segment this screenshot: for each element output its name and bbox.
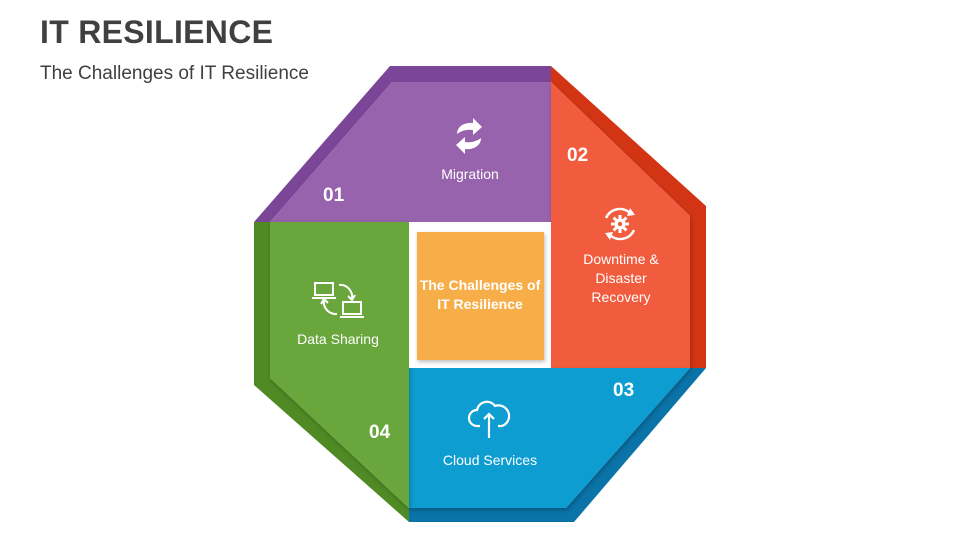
segment-02-edge (551, 66, 706, 368)
refresh-arrows-icon (456, 118, 482, 154)
segment-01-face[interactable] (270, 82, 551, 222)
segment-03-label: Cloud Services (442, 452, 538, 468)
segment-01-edge (254, 66, 551, 222)
segment-01-label: Migration (441, 166, 499, 182)
center-box[interactable] (417, 232, 544, 360)
segment-04-edge (254, 222, 409, 522)
segment-02-number: 02 (567, 145, 589, 166)
segment-02-label: Downtime & Disaster Recovery (583, 251, 659, 305)
segment-04-label: Data Sharing (297, 331, 379, 347)
data-sharing-icon (312, 282, 364, 318)
page-subtitle: The Challenges of IT Resilience (40, 63, 309, 84)
page-title: IT RESILIENCE (40, 14, 274, 50)
segment-04-number: 04 (369, 422, 391, 443)
segment-03-number: 03 (613, 380, 635, 401)
segment-01-number: 01 (323, 185, 345, 206)
segment-04-face[interactable] (270, 222, 409, 508)
gear-cycle-icon (604, 207, 636, 241)
center-label: The Challenges of IT Resilience (419, 277, 541, 312)
cloud-upload-icon (467, 400, 511, 438)
segment-03-face[interactable] (409, 368, 690, 508)
